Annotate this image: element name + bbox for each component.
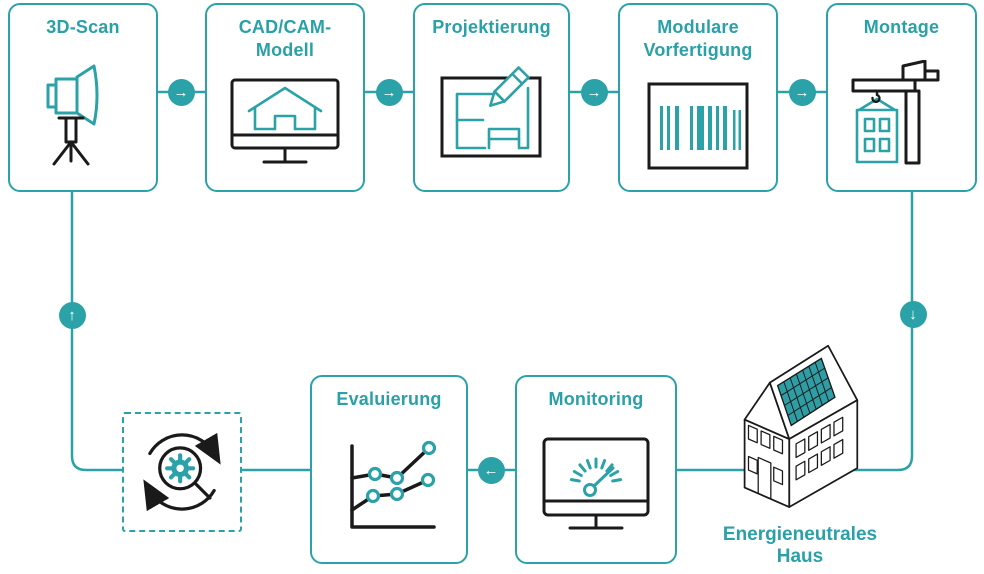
3d-scanner-tripod-icon xyxy=(46,64,99,166)
flow-arrow-left: ← xyxy=(477,456,505,484)
step-label: CAD/CAM-Modell xyxy=(238,17,332,60)
flow-arrow-right-3: → xyxy=(580,78,608,106)
step-label: Montage xyxy=(863,17,940,37)
flow-arrow-right-2: → xyxy=(375,78,403,106)
step-box-iteration-cycle xyxy=(122,412,242,532)
blueprint-pencil-icon xyxy=(440,66,541,158)
step-label: Modulare Vorfertigung xyxy=(643,17,753,60)
step-box-cadcam-modell: CAD/CAM-Modell xyxy=(205,3,365,192)
flow-arrow-down: ↓ xyxy=(899,300,927,328)
step-box-evaluierung: Evaluierung xyxy=(310,375,468,564)
left-arrow-icon: ← xyxy=(483,461,499,479)
right-arrow-icon: → xyxy=(173,83,189,101)
down-arrow-icon: ↓ xyxy=(909,305,917,323)
step-box-monitoring: Monitoring xyxy=(515,375,677,564)
solar-house xyxy=(731,330,867,515)
right-arrow-icon: → xyxy=(381,83,397,101)
house-label: Energieneutrales Haus xyxy=(722,524,878,567)
step-box-montage: Montage xyxy=(826,3,977,192)
right-arrow-icon: → xyxy=(586,83,602,101)
step-label: Projektierung xyxy=(432,17,551,37)
step-label: Evaluierung xyxy=(336,389,442,409)
monitor-house-icon xyxy=(230,78,340,163)
gauge-monitor-icon xyxy=(542,437,650,530)
up-arrow-icon: ↑ xyxy=(68,306,76,324)
step-box-modulare-vorfertigung: Modulare Vorfertigung xyxy=(618,3,778,192)
line-chart-icon xyxy=(350,441,437,529)
right-arrow-icon: → xyxy=(794,83,810,101)
cycle-magnifier-gear-icon xyxy=(143,432,221,512)
barcode-icon xyxy=(647,82,749,169)
solar-house-icon xyxy=(743,344,859,508)
step-label: 3D-Scan xyxy=(46,17,120,37)
flow-arrow-right-4: → xyxy=(788,78,816,106)
step-label: Monitoring xyxy=(548,389,644,409)
step-box-3d-scan: 3D-Scan xyxy=(8,3,158,192)
step-box-projektierung: Projektierung xyxy=(413,3,570,192)
flow-arrow-up: ↑ xyxy=(58,301,86,329)
flow-arrow-right-1: → xyxy=(167,78,195,106)
construction-crane-icon xyxy=(851,60,939,165)
